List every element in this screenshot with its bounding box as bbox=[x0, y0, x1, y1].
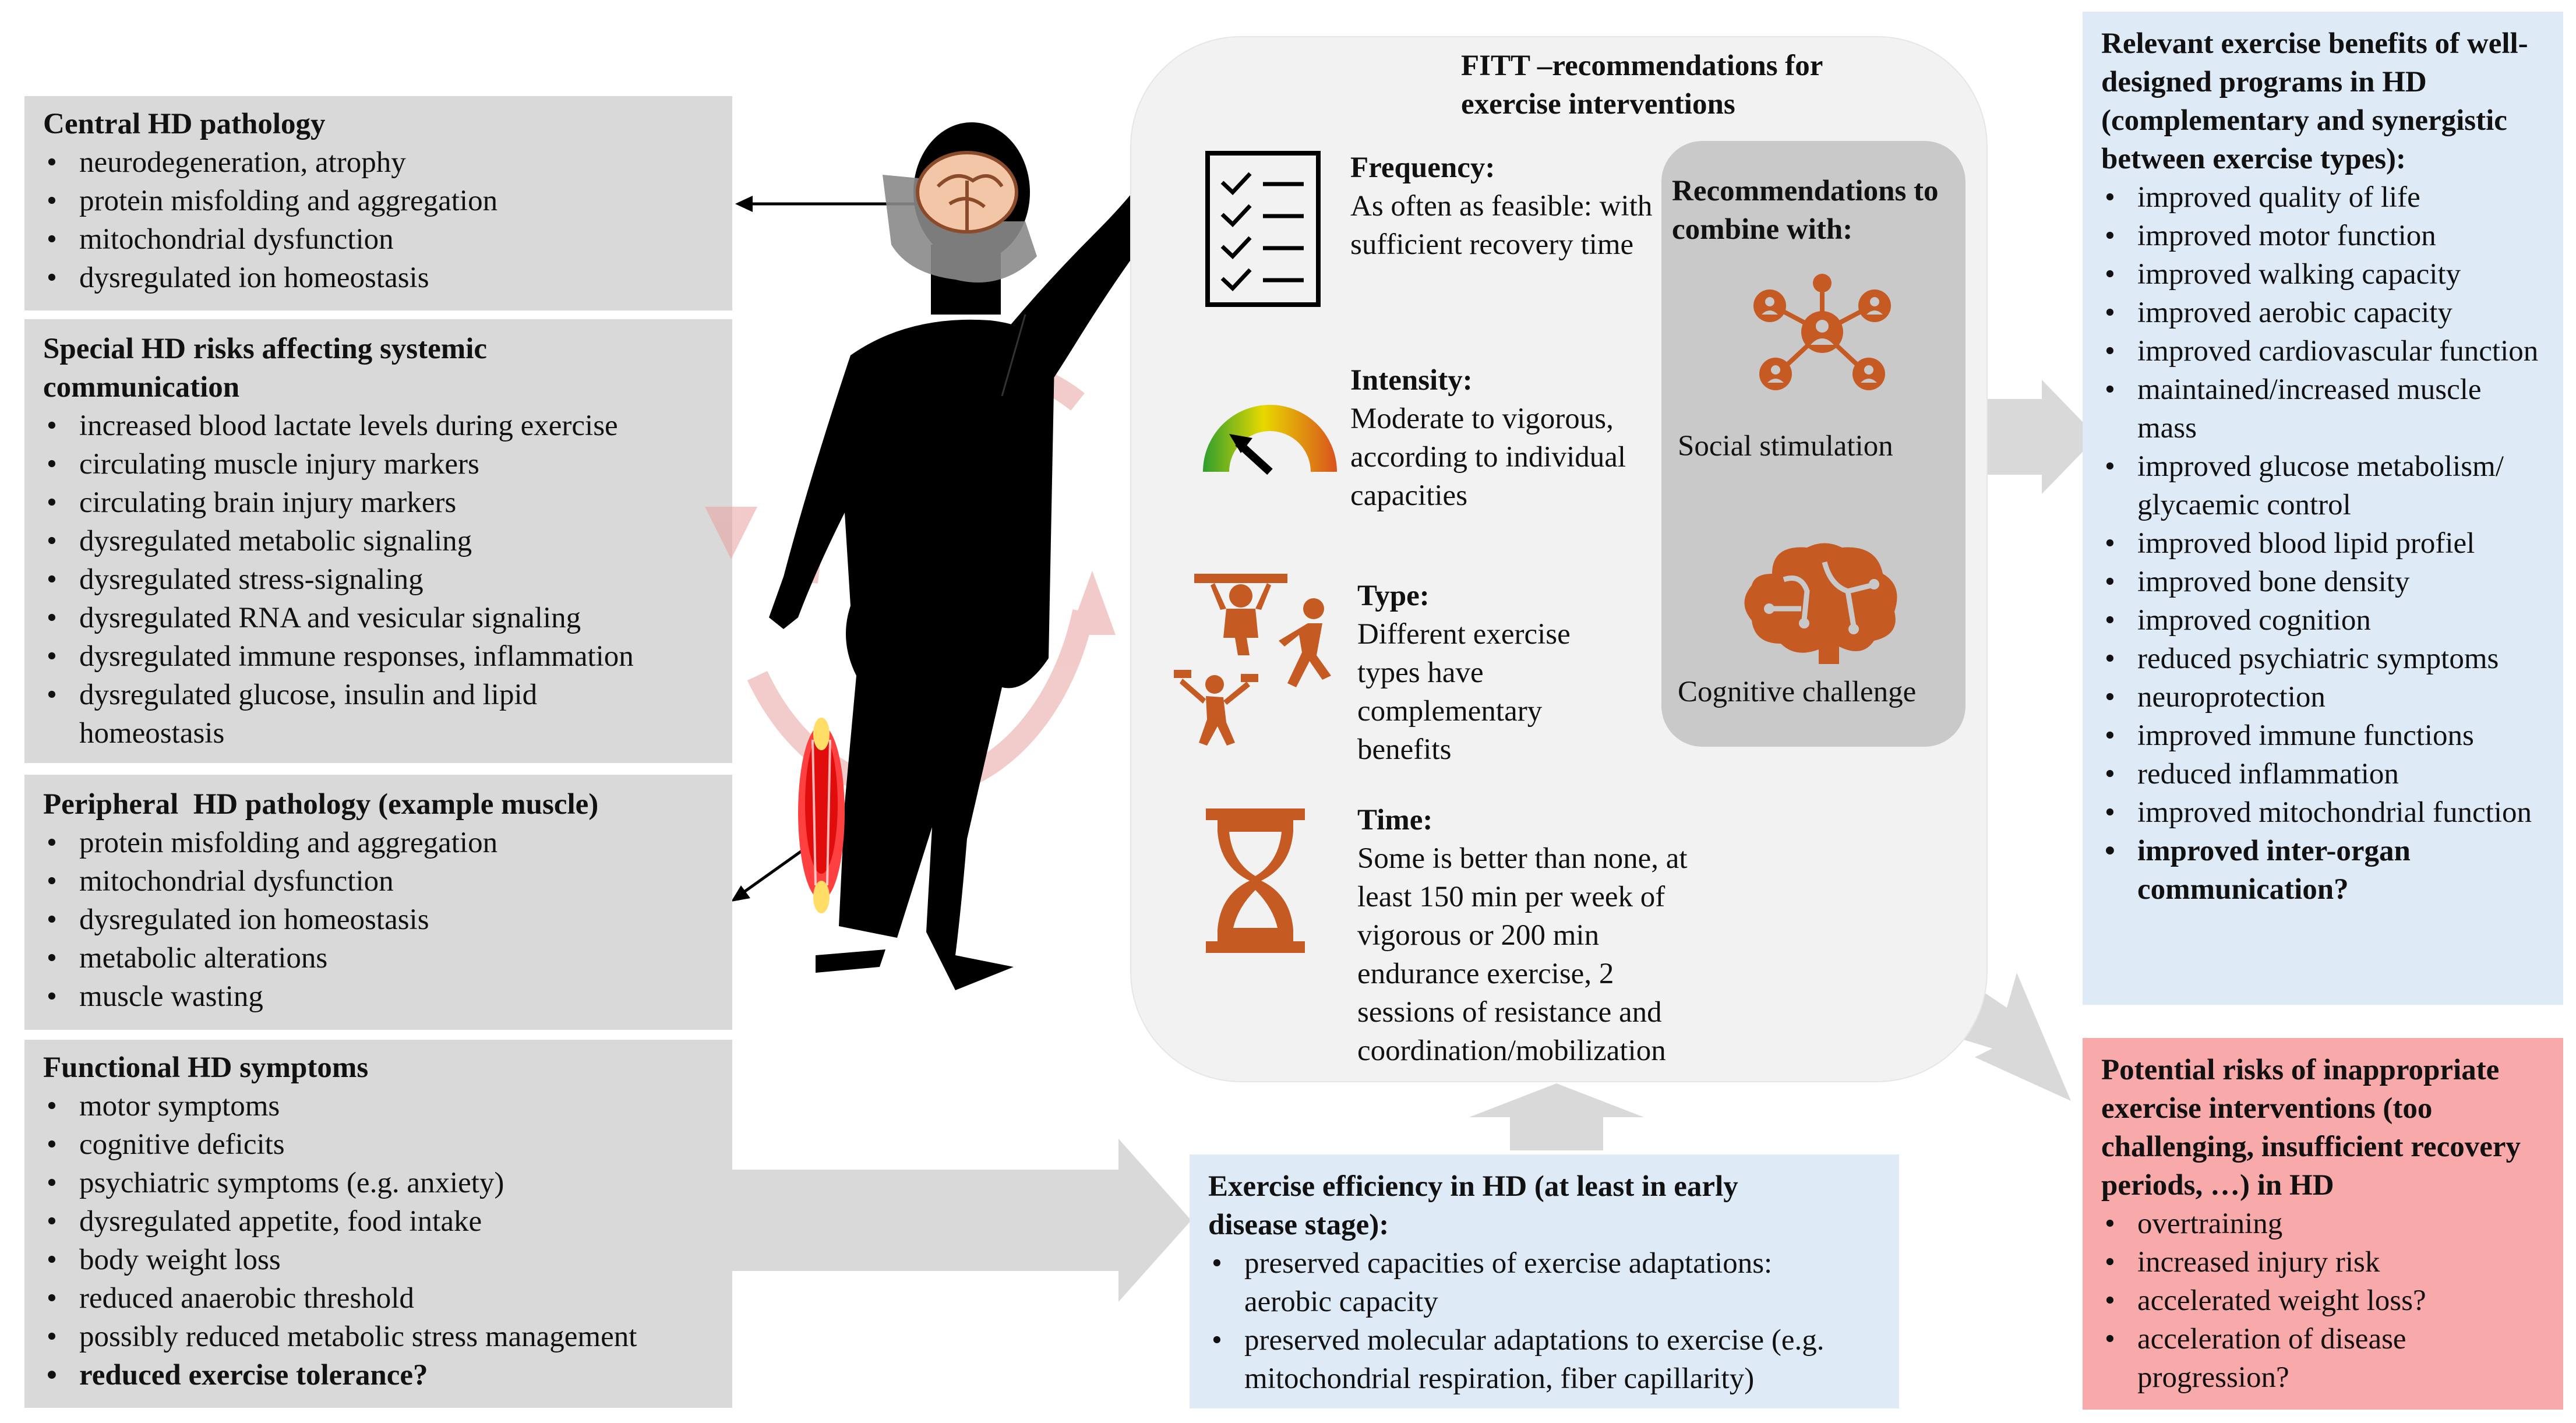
intensity-heading: Intensity: bbox=[1350, 364, 1473, 397]
list-item: protein misfolding and aggregation bbox=[43, 824, 714, 862]
muscle-icon bbox=[798, 718, 845, 913]
list-item: protein misfolding and aggregation bbox=[43, 182, 714, 220]
list-item: dysregulated RNA and vesicular signaling bbox=[43, 599, 714, 637]
hourglass-icon bbox=[1206, 808, 1305, 953]
list-item: improved walking capacity bbox=[2101, 255, 2545, 294]
list-item: circulating brain injury markers bbox=[43, 483, 714, 522]
exercise-risks-box: Potential risks of inappropriate exercis… bbox=[2083, 1038, 2563, 1410]
list-item: improved immune functions bbox=[2101, 716, 2545, 755]
central-pathology-box: Central HD pathology neurodegeneration, … bbox=[24, 96, 732, 310]
central-title: Central HD pathology bbox=[43, 108, 326, 140]
arrow-efficiency-to-fitt bbox=[1469, 1083, 1644, 1150]
special-risks-box: Special HD risks affecting systemic comm… bbox=[24, 319, 732, 763]
recommendations-title: Recommendations to combine with: bbox=[1672, 175, 1939, 246]
peripheral-pathology-box: Peripheral HD pathology (example muscle)… bbox=[24, 775, 732, 1030]
list-item: reduced psychiatric symptoms bbox=[2101, 640, 2545, 678]
gauge-icon bbox=[1203, 405, 1337, 475]
list-item: dysregulated ion homeostasis bbox=[43, 901, 714, 939]
list-item: improved bone density bbox=[2101, 563, 2545, 601]
list-item: mitochondrial dysfunction bbox=[43, 862, 714, 901]
list-item: improved cardiovascular function bbox=[2101, 332, 2545, 370]
time-heading: Time: bbox=[1357, 804, 1433, 836]
list-item: increased injury risk bbox=[2101, 1243, 2545, 1281]
social-stimulation-label: Social stimulation bbox=[1678, 430, 1893, 462]
list-item: improved cognition bbox=[2101, 601, 2545, 640]
list-item: accelerated weight loss? bbox=[2101, 1281, 2545, 1320]
list-item: dysregulated immune responses, inflammat… bbox=[43, 637, 714, 676]
brain-icon bbox=[1744, 543, 1897, 664]
special-title: Special HD risks affecting systemic comm… bbox=[43, 333, 488, 404]
list-item-bold: improved inter-organ communication? bbox=[2101, 832, 2545, 909]
list-item: increased blood lactate levels during ex… bbox=[43, 407, 714, 445]
fitt-title: FITT –recommendations for exercise inter… bbox=[1461, 50, 1823, 121]
time-block: Time: Some is better than none, at least… bbox=[1357, 801, 1701, 1070]
list-item: reduced anaerobic threshold bbox=[43, 1279, 714, 1318]
list-item: preserved molecular adaptations to exerc… bbox=[1208, 1321, 1903, 1398]
list-item: muscle wasting bbox=[43, 977, 714, 1016]
list-item: preserved capacities of exercise adaptat… bbox=[1208, 1244, 1815, 1321]
list-item: circulating muscle injury markers bbox=[43, 445, 714, 483]
list-item: neurodegeneration, atrophy bbox=[43, 143, 714, 182]
type-heading: Type: bbox=[1357, 580, 1430, 612]
brain-in-head bbox=[916, 151, 1018, 234]
list-item-bold: reduced exercise tolerance? bbox=[43, 1356, 714, 1394]
type-block: Type: Different exercise types have comp… bbox=[1357, 577, 1614, 769]
intensity-block: Intensity: Moderate to vigorous, accordi… bbox=[1350, 361, 1677, 515]
list-item: metabolic alterations bbox=[43, 939, 714, 977]
list-item: psychiatric symptoms (e.g. anxiety) bbox=[43, 1164, 714, 1202]
frequency-text: As often as feasible: with sufficient re… bbox=[1350, 190, 1653, 261]
list-item: improved aerobic capacity bbox=[2101, 294, 2545, 332]
arrow-fitt-to-benefits bbox=[1988, 380, 2097, 494]
list-item: acceleration of disease progression? bbox=[2101, 1320, 2545, 1397]
risks-title: Potential risks of inappropriate exercis… bbox=[2101, 1054, 2521, 1202]
list-item: dysregulated glucose, insulin and lipid … bbox=[43, 676, 592, 753]
list-item: dysregulated ion homeostasis bbox=[43, 259, 714, 297]
arrow-functional-to-efficiency bbox=[731, 1139, 1191, 1302]
efficiency-title: Exercise efficiency in HD (at least in e… bbox=[1208, 1170, 1738, 1241]
list-item: improved blood lipid profiel bbox=[2101, 524, 2545, 563]
frequency-block: Frequency: As often as feasible: with su… bbox=[1350, 149, 1653, 264]
intensity-text: Moderate to vigorous, according to indiv… bbox=[1350, 402, 1626, 512]
functional-title: Functional HD symptoms bbox=[43, 1051, 369, 1084]
peripheral-title: Peripheral HD pathology (example muscle) bbox=[43, 788, 599, 821]
arrowhead-central bbox=[735, 196, 753, 212]
list-item: improved motor function bbox=[2101, 217, 2545, 255]
list-item: mitochondrial dysfunction bbox=[43, 220, 714, 259]
type-text: Different exercise types have complement… bbox=[1357, 618, 1571, 766]
exercise-people-icon bbox=[1174, 574, 1331, 746]
benefits-title: Relevant exercise benefits of well-desig… bbox=[2101, 27, 2528, 175]
cognitive-challenge-label: Cognitive challenge bbox=[1678, 676, 1917, 708]
list-item: improved glucose metabolism/ glycaemic c… bbox=[2101, 447, 2545, 524]
list-item: motor symptoms bbox=[43, 1087, 714, 1125]
functional-symptoms-box: Functional HD symptoms motor symptoms co… bbox=[24, 1040, 732, 1408]
list-item: possibly reduced metabolic stress manage… bbox=[43, 1318, 714, 1356]
arrowhead-peripheral bbox=[731, 885, 750, 902]
frequency-heading: Frequency: bbox=[1350, 151, 1495, 184]
list-item: improved mitochondrial function bbox=[2101, 793, 2545, 832]
list-item: dysregulated metabolic signaling bbox=[43, 522, 714, 560]
list-item: improved quality of life bbox=[2101, 178, 2545, 217]
exercise-efficiency-box: Exercise efficiency in HD (at least in e… bbox=[1190, 1154, 1899, 1408]
list-item: reduced inflammation bbox=[2101, 755, 2545, 793]
list-item: body weight loss bbox=[43, 1241, 714, 1279]
social-network-icon bbox=[1753, 274, 1891, 390]
exercise-benefits-box: Relevant exercise benefits of well-desig… bbox=[2083, 12, 2563, 1005]
list-item: neuroprotection bbox=[2101, 678, 2545, 716]
checklist-icon bbox=[1205, 151, 1321, 307]
list-item: dysregulated stress-signaling bbox=[43, 560, 714, 599]
list-item: overtraining bbox=[2101, 1205, 2545, 1243]
time-text: Some is better than none, at least 150 m… bbox=[1357, 842, 1688, 1067]
list-item: dysregulated appetite, food intake bbox=[43, 1202, 714, 1241]
list-item: cognitive deficits bbox=[43, 1125, 714, 1164]
list-item: maintained/increased muscle mass bbox=[2101, 370, 2545, 447]
